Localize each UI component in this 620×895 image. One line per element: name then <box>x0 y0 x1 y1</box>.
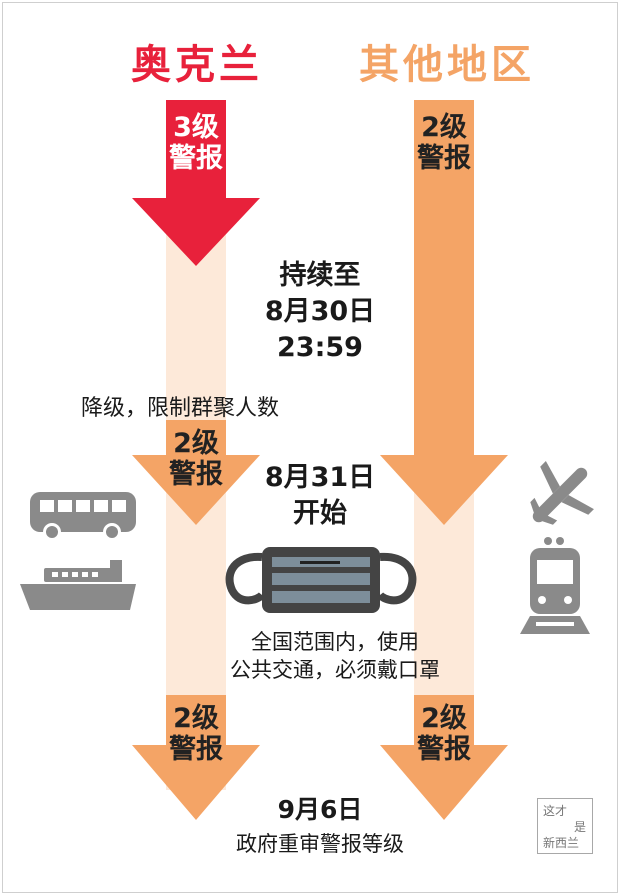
start-label: 开始 <box>293 498 347 529</box>
right-initial-alert: 2级 警报 <box>409 112 479 174</box>
alert-word: 警报 <box>169 734 223 765</box>
mask-icon <box>225 547 417 613</box>
right-final-orange-arrow <box>380 695 508 820</box>
until-label: 持续至 <box>279 260 361 291</box>
review-note: 政府重审警报等级 <box>236 832 404 856</box>
right-final-alert: 2级 警报 <box>409 703 479 765</box>
alert-word: 警报 <box>169 459 223 490</box>
stamp-line1: 这才 <box>543 804 568 818</box>
alert-level: 2级 <box>173 703 219 734</box>
until-block: 持续至 8月30日 23:59 <box>230 258 410 366</box>
mask-rule: 全国范围内，使用 公共交通，必须戴口罩 <box>210 628 460 684</box>
alert-word: 警报 <box>417 734 471 765</box>
left-final-alert: 2级 警报 <box>161 703 231 765</box>
until-time: 23:59 <box>277 332 363 363</box>
alert-level: 2级 <box>421 703 467 734</box>
left-mid-alert: 2级 警报 <box>161 428 231 490</box>
brand-stamp: 这才 是 新西兰 <box>537 798 593 854</box>
left-final-orange-arrow <box>132 695 260 820</box>
bus-icon <box>30 492 136 541</box>
left-column-title: 奥克兰 <box>131 42 263 88</box>
start-block: 8月31日 开始 <box>240 460 400 532</box>
alert-word: 警报 <box>169 143 223 174</box>
alert-level: 2级 <box>421 112 467 143</box>
stamp-line2: 是 <box>574 820 587 834</box>
mask-rule-line1: 全国范围内，使用 <box>251 630 419 654</box>
train-icon <box>520 537 590 634</box>
review-date: 9月6日 <box>277 795 363 824</box>
alert-level: 2级 <box>173 428 219 459</box>
airplane-icon <box>530 461 594 525</box>
stamp-line3: 新西兰 <box>543 836 580 850</box>
downgrade-note: 降级，限制群聚人数 <box>80 396 279 421</box>
right-orange-arrow <box>380 100 508 525</box>
alert-word: 警报 <box>417 143 471 174</box>
start-date: 8月31日 <box>264 462 376 493</box>
right-column-title: 其他地区 <box>359 42 535 88</box>
ship-icon <box>20 560 136 610</box>
left-red-arrow <box>132 100 260 266</box>
left-mid-orange-arrow <box>132 420 260 525</box>
mask-rule-line2: 公共交通，必须戴口罩 <box>230 658 440 682</box>
alert-level: 3级 <box>173 112 219 143</box>
left-initial-alert: 3级 警报 <box>161 112 231 174</box>
until-date: 8月30日 <box>264 296 376 327</box>
